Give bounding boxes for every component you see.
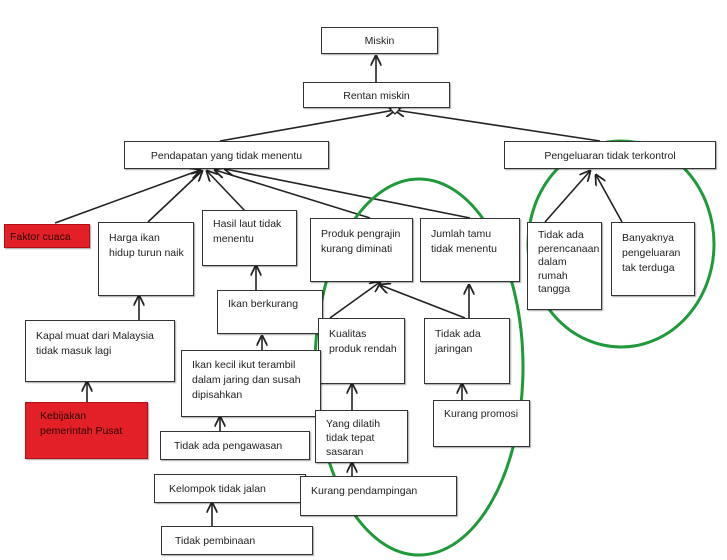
node-produk-line: Produk pengrajin [321,228,401,240]
node-ikan-kecil: Ikan kecil ikut terambil dalam jaring da… [181,350,321,417]
node-kualitas-line: Kualitas [329,328,367,340]
node-kebijakan: Kebijakan pemerintah Pusat [25,402,148,459]
node-harga-ikan-line: Harga ikan [109,232,160,244]
node-perencanaan-line: rumah [538,269,568,282]
node-ikan-kecil-line: dipisahkan [192,389,243,401]
node-rentan-miskin-label: Rentan miskin [343,90,410,102]
node-jaringan-line: jaringan [435,343,473,355]
node-ikan-berkurang-label: Ikan berkurang [228,298,299,310]
node-pengeluaran: Pengeluaran tidak terkontrol [504,141,716,169]
arrow-harga-to-pendapatan [147,171,202,223]
node-banyaknya-line: Banyaknya [622,232,674,244]
node-pengawasan-label: Tidak ada pengawasan [174,440,283,452]
node-miskin: Miskin [321,27,438,54]
node-kurang-promosi: Kurang promosi [433,400,530,447]
arrow-perencanaan-to-pengeluaran [544,171,590,223]
node-kualitas: Kualitas produk rendah [318,318,405,384]
node-faktor-cuaca-label: Faktor cuaca [10,231,71,243]
node-pendampingan-label: Kurang pendampingan [311,485,418,497]
node-banyaknya-line: tak terduga [622,262,675,274]
node-kurang-pendampingan: Kurang pendampingan [300,476,457,516]
node-kapal-muat-line: tidak masuk lagi [36,345,112,357]
node-tidak-ada-pengawasan: Tidak ada pengawasan [160,431,310,460]
node-pendapatan-label: Pendapatan yang tidak menentu [150,150,303,162]
arrow-faktor-to-pendapatan [54,170,200,224]
node-kapal-muat: Kapal muat dari Malaysia tidak masuk lag… [25,320,175,382]
node-jumlah-tamu-line: tidak menentu [431,243,497,255]
node-miskin-label: Miskin [364,35,395,47]
node-kelompok-label: Kelompok tidak jalan [169,483,266,495]
node-jumlah-tamu: Jumlah tamu tidak menentu [420,218,520,282]
node-yang-dilatih-line: Yang dilatih [326,418,381,430]
node-banyaknya-line: pengeluaran [622,247,681,259]
node-tidak-pembinaan: Tidak pembinaan [161,526,313,555]
node-tidak-ada-jaringan: Tidak ada jaringan [424,318,510,384]
node-pengeluaran-label: Pengeluaran tidak terkontrol [544,150,676,162]
node-produk: Produk pengrajin kurang diminati [310,218,413,282]
node-kebijakan-line: pemerintah Pusat [40,425,123,437]
arrow-pengeluaran-to-rentan [395,110,601,142]
node-faktor-cuaca: Faktor cuaca [4,224,90,248]
node-yang-dilatih-line: sasaran [326,446,364,458]
node-kelompok: Kelompok tidak jalan [154,474,306,503]
node-kualitas-line: produk rendah [329,343,397,355]
node-perencanaan-line: Tidak ada [538,229,584,241]
node-pendapatan: Pendapatan yang tidak menentu [124,141,329,169]
node-kebijakan-line: Kebijakan [40,410,87,422]
node-harga-ikan-line: hidup turun naik [109,247,184,259]
node-pembinaan-label: Tidak pembinaan [175,535,256,547]
node-hasil-laut-line: menentu [213,233,254,245]
arrow-kualitas-to-produk [329,282,380,319]
node-ikan-kecil-line: Ikan kecil ikut terambil [192,359,296,371]
node-jumlah-tamu-line: Jumlah tamu [431,228,492,240]
node-ikan-berkurang: Ikan berkurang [217,290,323,334]
node-perencanaan-line: tangga [538,283,571,295]
node-perencanaan-line: dalam [538,256,567,268]
node-yang-dilatih: Yang dilatih tidak tepat sasaran [315,410,408,463]
node-rentan-miskin: Rentan miskin [303,82,450,108]
node-tidak-ada-perencanaan: Tidak ada perencanaan dalam rumah tangga [527,222,602,310]
node-perencanaan-line: perencanaan [538,242,600,255]
arrow-produk-to-pendapatan [215,170,371,219]
node-hasil-laut-line: Hasil laut tidak [213,218,282,230]
node-kapal-muat-line: Kapal muat dari Malaysia [36,330,154,342]
arrow-banyaknya-to-pengeluaran [596,175,623,223]
node-banyaknya: Banyaknya pengeluaran tak terduga [611,222,695,296]
node-produk-line: kurang diminati [321,243,393,255]
arrow-jumlah-to-pendapatan [225,169,471,219]
node-harga-ikan: Harga ikan hidup turun naik [98,222,194,296]
node-yang-dilatih-line: tidak tepat [326,432,375,444]
node-ikan-kecil-line: dalam jaring dan susah [192,374,301,386]
node-kurang-promosi-label: Kurang promosi [444,408,519,420]
arrow-jaringan-to-produk [380,285,466,319]
arrow-pendapatan-to-rentan [219,110,395,142]
node-hasil-laut: Hasil laut tidak menentu [202,210,297,266]
node-jaringan-line: Tidak ada [435,328,481,340]
